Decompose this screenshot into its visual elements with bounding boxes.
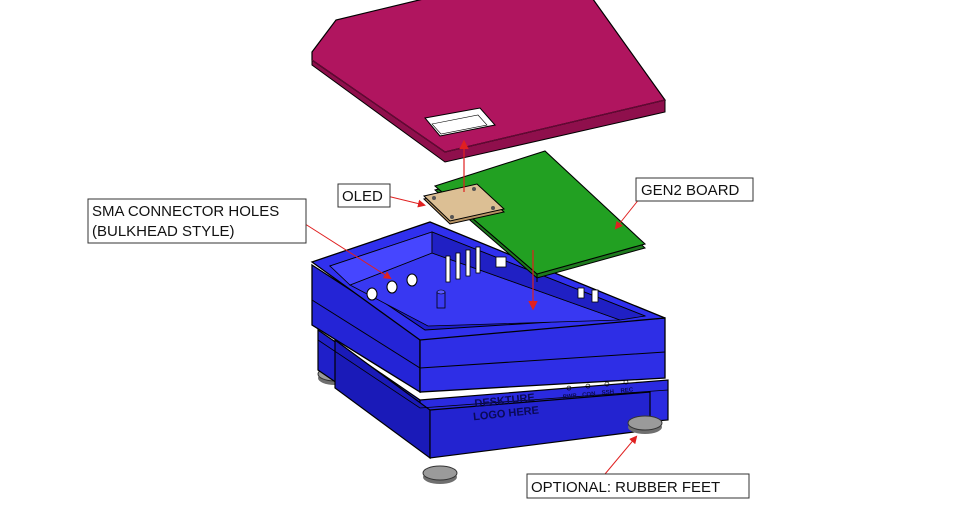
callout-oled-label: OLED	[342, 188, 383, 205]
side-port-holes	[577, 287, 599, 303]
callout-sma-connector-holes: SMA CONNECTOR HOLES (BULKHEAD STYLE)	[87, 198, 307, 244]
led-label-ssh: SSH	[601, 389, 614, 396]
led-ssh-indicator	[604, 381, 610, 387]
callout-rubber-feet: OPTIONAL: RUBBER FEET	[526, 473, 750, 499]
callout-sma-line-1: SMA CONNECTOR HOLES	[92, 203, 279, 220]
callout-gen2-board-label: GEN2 BOARD	[641, 182, 740, 199]
led-label-rec: REC	[620, 387, 634, 394]
led-label-pwr: PWR	[563, 393, 578, 401]
callout-sma-line-2: (BULKHEAD STYLE)	[92, 223, 235, 240]
rubber-foot-front-right	[627, 415, 663, 434]
alignment-arrows	[459, 139, 538, 311]
callout-leaders	[301, 195, 641, 481]
oled-module	[422, 183, 506, 225]
led-pwr-indicator	[566, 385, 572, 391]
callout-gen2-board: GEN2 BOARD	[635, 177, 754, 202]
callout-oled: OLED	[337, 183, 391, 208]
vent-slots	[445, 246, 507, 283]
lid	[311, 0, 667, 163]
led-rec-indicator	[623, 379, 629, 385]
rubber-foot-front-left	[422, 465, 458, 484]
status-led-labels: PWR CON SSH REC	[563, 379, 634, 401]
gen2-board	[433, 150, 647, 282]
led-label-con: CON	[582, 391, 596, 398]
sma-connector-holes	[366, 273, 418, 301]
mounting-standoff	[436, 289, 446, 309]
led-con-indicator	[585, 383, 591, 389]
base-enclosure	[310, 221, 669, 460]
callout-rubber-feet-label: OPTIONAL: RUBBER FEET	[531, 479, 720, 496]
